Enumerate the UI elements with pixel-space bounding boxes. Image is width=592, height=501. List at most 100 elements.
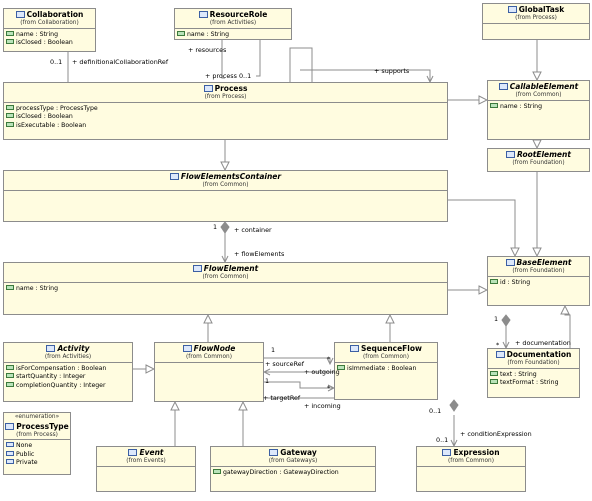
class-header: GlobalTask (from Process) (483, 4, 589, 24)
incoming-multiplicity: * (327, 384, 331, 392)
class-header: «enumeration» ProcessType (from Process) (4, 413, 70, 440)
class-icon (198, 11, 208, 18)
class-icon (169, 173, 179, 180)
supports-loop (289, 47, 313, 82)
class-package: (from Foundation) (507, 360, 560, 366)
enum-process-type[interactable]: «enumeration» ProcessType (from Process)… (3, 412, 71, 475)
class-attributes: name : String (175, 29, 291, 40)
class-attributes: id : String (488, 277, 589, 288)
class-expression[interactable]: Expression (from Common) (416, 446, 526, 492)
class-icon (15, 11, 25, 18)
documentation-multiplicity: * (496, 341, 500, 349)
class-attributes: isImmediate : Boolean (335, 363, 437, 374)
attribute-icon (6, 121, 14, 127)
class-header: Gateway (from Gateways) (211, 447, 375, 467)
attribute: isClosed : Boolean (6, 39, 95, 48)
class-activity[interactable]: Activity (from Activities) isForCompensa… (3, 342, 133, 402)
collab-role-label: + definitionalCollaborationRef (72, 58, 169, 66)
container-base-gen (448, 199, 515, 256)
attribute-icon (490, 379, 498, 385)
class-icon (498, 83, 508, 90)
class-flow-node[interactable]: FlowNode (from Common) (154, 342, 264, 402)
class-name: FlowElement (4, 264, 447, 274)
class-header: FlowElement (from Common) (4, 263, 447, 283)
class-header: Documentation (from Foundation) (488, 349, 579, 369)
attribute: startQuantity : Integer (6, 373, 132, 382)
class-attributes: name : String (4, 283, 447, 294)
class-name: RootElement (488, 150, 589, 160)
class-header: Event (from Events) (97, 447, 195, 467)
class-name: Event (97, 448, 195, 458)
class-header: RootElement (from Foundation) (488, 149, 589, 168)
container-diamond (220, 221, 230, 234)
attribute-icon (6, 364, 14, 370)
attribute-icon (6, 104, 14, 110)
class-header: SequenceFlow (from Common) (335, 343, 437, 363)
class-icon (350, 345, 360, 352)
class-documentation[interactable]: Documentation (from Foundation) text : S… (487, 348, 580, 398)
documentation-base-gen (565, 306, 571, 348)
class-icon (269, 449, 279, 456)
attribute-icon (6, 373, 14, 379)
class-name: Documentation (488, 350, 579, 360)
sourceref-role-label: + sourceRef (265, 360, 304, 368)
class-package: (from Foundation) (512, 268, 565, 274)
class-header: Expression (from Common) (417, 447, 525, 467)
incoming-role-label: + incoming (304, 402, 341, 410)
class-package: (from Gateways) (268, 458, 318, 464)
class-flow-elements-container[interactable]: FlowElementsContainer (from Common) (3, 170, 448, 222)
class-name: Gateway (211, 448, 375, 458)
class-global-task[interactable]: GlobalTask (from Process) (482, 3, 590, 40)
class-package: (from Common) (363, 354, 409, 360)
literal-icon (6, 459, 14, 465)
attribute-icon (490, 278, 498, 284)
enum-stereotype: «enumeration» (14, 414, 60, 420)
enum-literal: Public (6, 450, 70, 460)
enum-icon (5, 422, 15, 430)
class-icon (46, 345, 56, 352)
supports-role-label: + supports (374, 67, 410, 75)
class-icon (192, 265, 202, 272)
class-name: SequenceFlow (335, 344, 437, 354)
class-callable-element[interactable]: CallableElement (from Common) name : Str… (487, 80, 590, 140)
attribute: gatewayDirection : GatewayDirection (213, 468, 375, 478)
attribute: processType : ProcessType (6, 104, 447, 114)
attribute: isClosed : Boolean (6, 113, 447, 122)
attribute: completionQuantity : Integer (6, 381, 132, 391)
attribute: id : String (490, 278, 589, 288)
base-multiplicity: 1 (494, 315, 499, 323)
class-header: FlowNode (from Common) (155, 343, 263, 363)
class-event[interactable]: Event (from Events) (96, 446, 196, 492)
class-attributes: name : String (488, 101, 589, 112)
attribute-icon (490, 102, 498, 108)
class-resource-role[interactable]: ResourceRole (from Activities) name : St… (174, 8, 292, 40)
class-process[interactable]: Process (from Process) processType : Pro… (3, 82, 448, 140)
class-attributes: gatewayDirection : GatewayDirection (211, 467, 375, 478)
attribute-icon (213, 468, 221, 474)
class-base-element[interactable]: BaseElement (from Foundation) id : Strin… (487, 256, 590, 306)
base-diamond (501, 314, 511, 327)
class-package: (from Common) (202, 182, 249, 188)
class-name: BaseElement (488, 258, 589, 268)
class-icon (495, 351, 505, 358)
targetref-role-label: + targetRef (263, 394, 301, 402)
class-package: (from Common) (202, 274, 249, 280)
class-header: ResourceRole (from Activities) (175, 9, 291, 29)
class-collaboration[interactable]: Collaboration (from Collaboration) name … (3, 8, 96, 52)
class-name: Activity (4, 344, 132, 354)
class-icon (442, 449, 452, 456)
class-package: (from Collaboration) (20, 20, 79, 26)
attribute: name : String (177, 30, 291, 40)
enum-literal: Private (6, 459, 70, 468)
attribute-icon (6, 30, 14, 36)
class-gateway[interactable]: Gateway (from Gateways) gatewayDirection… (210, 446, 376, 492)
attribute: isForCompensation : Boolean (6, 364, 132, 374)
class-package: (from Process) (16, 431, 58, 438)
class-sequence-flow[interactable]: SequenceFlow (from Common) isImmediate :… (334, 342, 438, 400)
class-package: (from Events) (126, 458, 166, 464)
class-root-element[interactable]: RootElement (from Foundation) (487, 148, 590, 172)
class-name: Process (4, 84, 447, 94)
class-flow-element[interactable]: FlowElement (from Common) name : String (3, 262, 448, 315)
class-package: (from Process) (515, 15, 557, 21)
collab-multiplicity: 0..1 (50, 58, 63, 66)
